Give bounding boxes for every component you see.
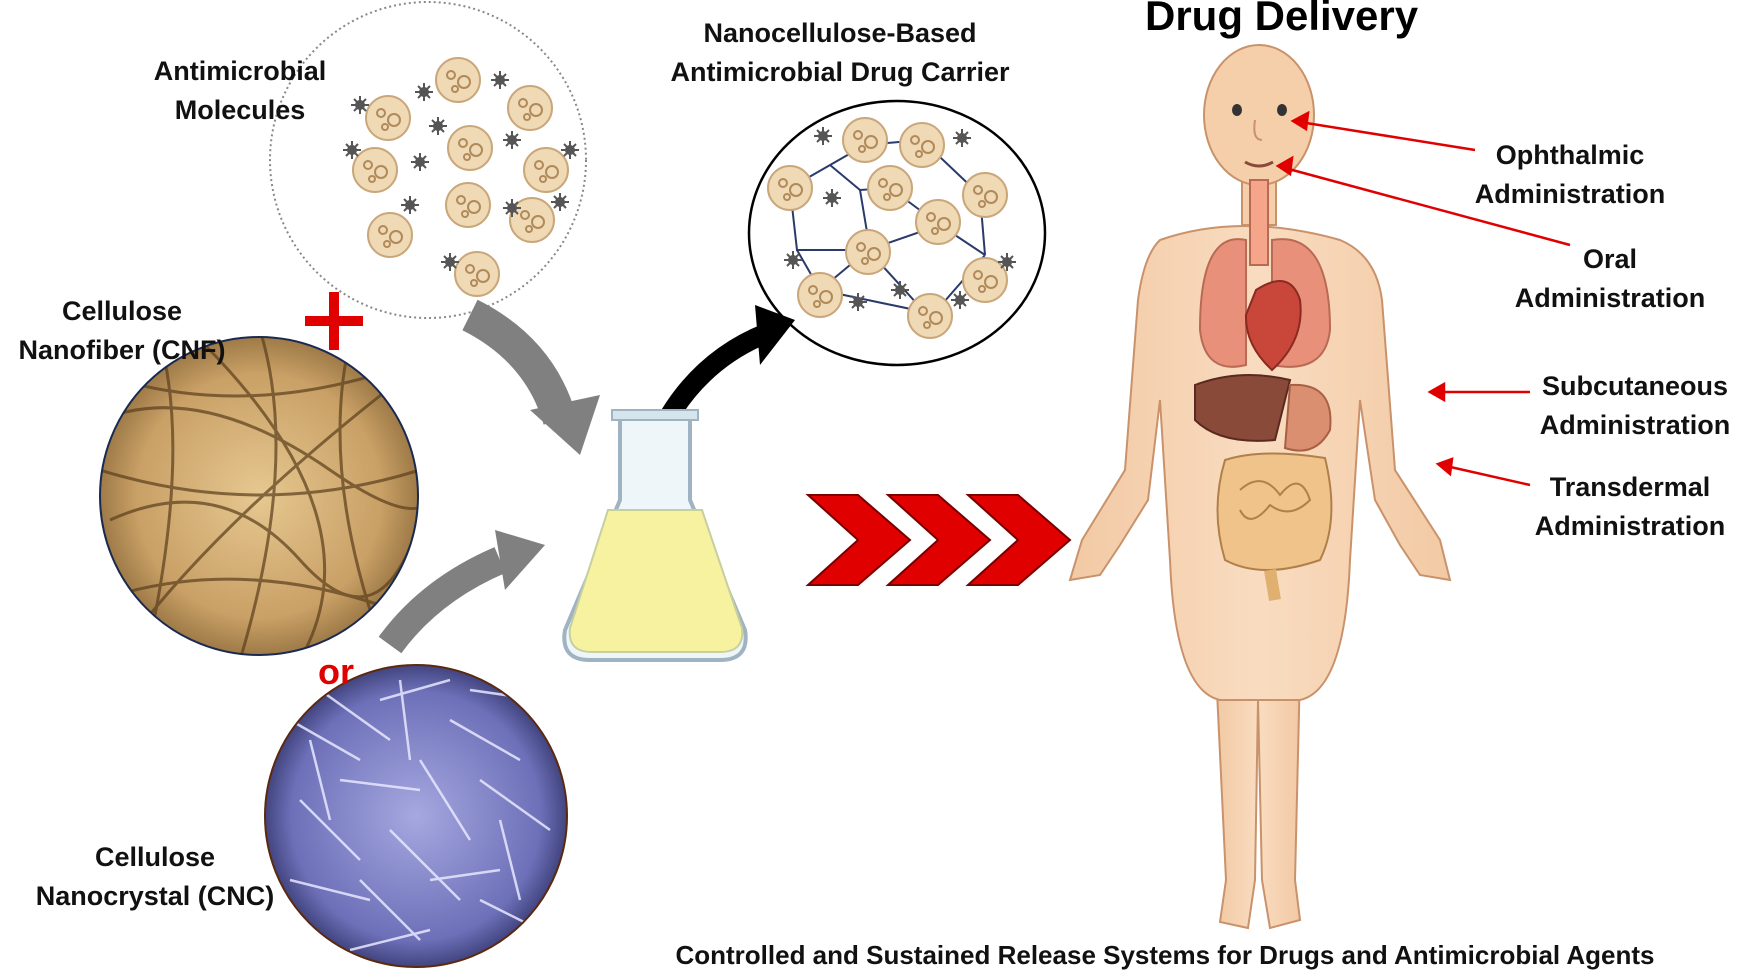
cnc-label: Cellulose Nanocrystal (CNC) xyxy=(25,838,285,916)
carrier-label-line1: Nanocellulose-Based xyxy=(703,18,977,48)
gray-arrow-molecules xyxy=(462,299,600,455)
footer-caption: Controlled and Sustained Release Systems… xyxy=(675,940,1655,970)
flask-icon xyxy=(562,409,748,662)
cnf-label-line1: Cellulose xyxy=(61,296,183,326)
or-label: or xyxy=(318,651,354,692)
route-ophthalmic: Ophthalmic Administration xyxy=(1440,136,1700,214)
route-transdermal-line1: Transdermal xyxy=(1549,472,1711,502)
antimicrobial-label-line2: Molecules xyxy=(174,95,306,125)
route-subcutaneous: Subcutaneous Administration xyxy=(1520,367,1750,445)
route-arrows xyxy=(1275,110,1571,487)
carrier-label-line2: Antimicrobial Drug Carrier xyxy=(670,57,1010,87)
route-oral-line2: Administration xyxy=(1514,283,1706,313)
cnc-label-line1: Cellulose xyxy=(94,842,216,872)
antimicrobial-label: Antimicrobial Molecules xyxy=(140,52,340,130)
gray-arrow-cellulose xyxy=(378,530,545,654)
route-transdermal: Transdermal Administration xyxy=(1510,468,1750,546)
route-ophthalmic-line2: Administration xyxy=(1474,179,1666,209)
antimicrobial-label-line1: Antimicrobial xyxy=(153,56,327,86)
plus-icon xyxy=(305,292,363,350)
route-transdermal-line2: Administration xyxy=(1534,511,1726,541)
antimicrobial-molecules-circle xyxy=(269,1,587,319)
route-oral: Oral Administration xyxy=(1475,240,1745,318)
cnf-label: Cellulose Nanofiber (CNF) xyxy=(0,292,244,370)
cnf-label-line2: Nanofiber (CNF) xyxy=(18,335,226,365)
page-title: Drug Delivery xyxy=(1145,0,1419,39)
human-body-figure xyxy=(1068,44,1452,930)
cnc-label-line2: Nanocrystal (CNC) xyxy=(35,881,275,911)
drug-carrier-circle xyxy=(747,99,1047,367)
cnc-micrograph xyxy=(264,664,568,968)
carrier-label: Nanocellulose-Based Antimicrobial Drug C… xyxy=(640,14,1040,92)
route-subcutaneous-line1: Subcutaneous xyxy=(1541,371,1729,401)
route-ophthalmic-line1: Ophthalmic xyxy=(1495,140,1645,170)
route-oral-line1: Oral xyxy=(1582,244,1638,274)
route-subcutaneous-line2: Administration xyxy=(1539,410,1731,440)
cnf-micrograph xyxy=(99,336,419,656)
red-chevrons xyxy=(805,494,1072,586)
